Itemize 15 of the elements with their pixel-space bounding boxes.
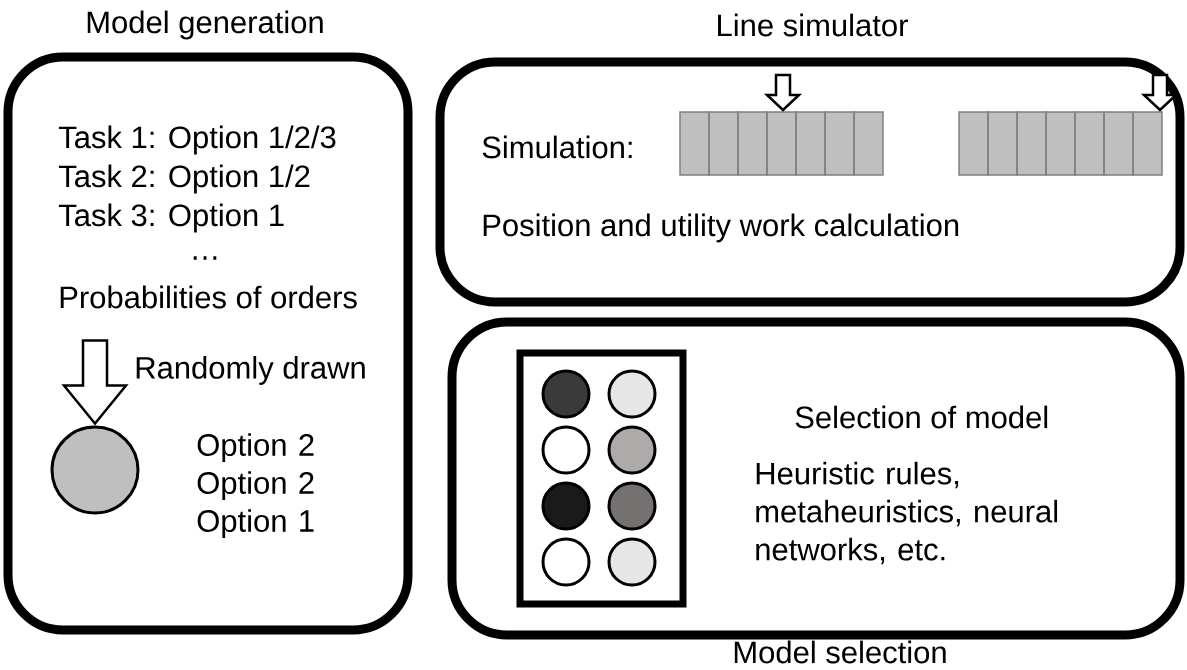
panel-title: Line simulator <box>718 13 908 37</box>
edge-label: Randomly drawn <box>136 356 365 385</box>
panel-text: … <box>193 256 217 260</box>
block-arrow <box>61 339 129 426</box>
panel-text: Selection of model <box>795 405 1048 429</box>
panel-text: Task 3: Option 1 <box>58 203 284 233</box>
panel-text: Heuristic rules, metaheuristics, neural networks, etc. <box>756 461 1058 565</box>
panel-title: Model selection <box>734 640 946 664</box>
panel-text: Simulation: <box>482 135 632 159</box>
panel-text: Probabilities of orders <box>60 285 357 309</box>
panel-text: Task 2: Option 1/2 <box>58 164 310 194</box>
panel-title: Model generation <box>87 10 323 40</box>
panel-text: Task 1: Option 1/2/3 <box>58 125 336 155</box>
option-list: Option 2 Option 2 Option 1 <box>197 433 314 539</box>
panel-text: Position and utility work calculation <box>483 213 959 243</box>
